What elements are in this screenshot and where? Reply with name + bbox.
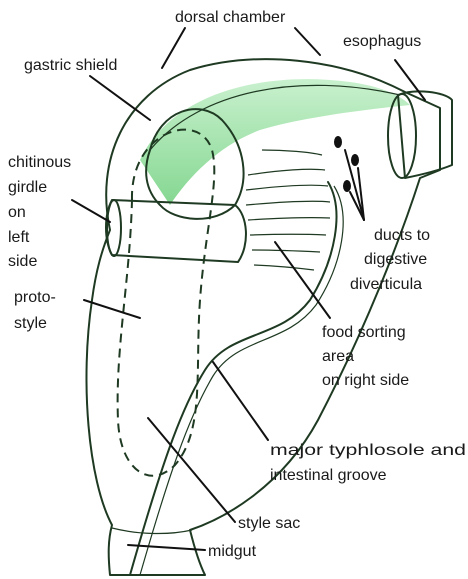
svg-text:ducts to: ducts to	[374, 227, 430, 244]
svg-text:girdle: girdle	[8, 179, 47, 196]
svg-text:side: side	[8, 253, 37, 270]
label-typhlosole: major typhlosole and intestinal groove	[270, 442, 466, 484]
label-dorsal-chamber: dorsal chamber	[175, 9, 286, 26]
label-style-sac: style sac	[238, 515, 300, 532]
svg-text:intestinal groove: intestinal groove	[270, 467, 387, 484]
label-gastric-shield: gastric shield	[24, 57, 117, 74]
svg-text:area: area	[322, 348, 354, 365]
svg-text:diverticula: diverticula	[350, 276, 422, 293]
label-chitinous-girdle: chitinous girdle on left side	[8, 154, 71, 270]
food-sorting-ridges	[246, 150, 330, 270]
svg-text:chitinous: chitinous	[8, 154, 71, 171]
svg-text:on: on	[8, 204, 26, 221]
label-midgut: midgut	[208, 543, 257, 560]
label-esophagus: esophagus	[343, 33, 421, 50]
svg-text:proto-: proto-	[14, 289, 56, 306]
label-protostyle: proto- style	[14, 289, 56, 332]
svg-text:style: style	[14, 315, 47, 332]
typhlosole	[130, 182, 336, 575]
chitinous-girdle	[106, 200, 246, 262]
svg-text:food sorting: food sorting	[322, 324, 406, 341]
label-food-sorting: food sorting area on right side	[322, 324, 409, 389]
duct-opening-2	[351, 154, 359, 166]
duct-opening-3	[343, 180, 351, 192]
label-ducts: ducts to digestive diverticula	[350, 227, 430, 293]
duct-opening-1	[334, 136, 342, 148]
svg-text:digestive: digestive	[364, 251, 427, 268]
svg-text:major typhlosole and: major typhlosole and	[270, 442, 466, 459]
dorsal-chamber-region	[140, 79, 410, 205]
svg-text:left: left	[8, 229, 30, 246]
svg-text:on right side: on right side	[322, 372, 409, 389]
